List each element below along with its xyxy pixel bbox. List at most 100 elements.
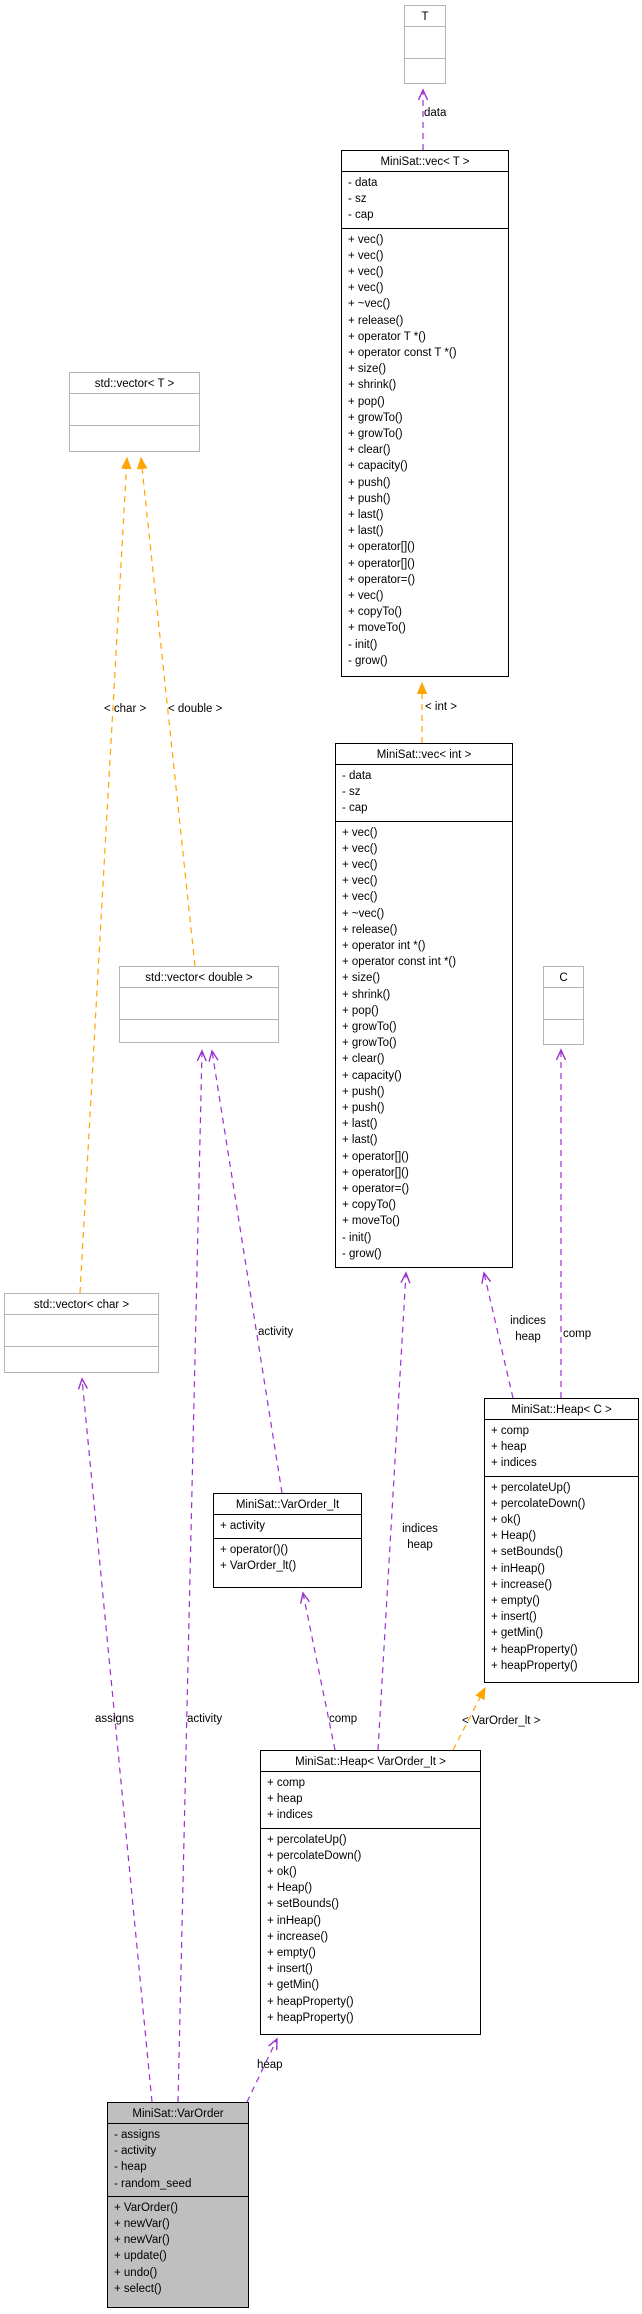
class-node-minisat-vec-t[interactable]: MiniSat::vec< T > - data- sz- cap + vec(…: [341, 150, 509, 677]
member-row: + percolateUp(): [267, 1833, 347, 1846]
member-row: + push(): [348, 492, 391, 505]
class-title: MiniSat::vec< T >: [342, 151, 508, 172]
member-row: + capacity(): [348, 460, 408, 473]
member-row: + push(): [342, 1102, 385, 1115]
member-row: + vec(): [348, 266, 384, 279]
member-row: + operator()(): [220, 1544, 289, 1557]
member-row: - cap: [348, 209, 374, 222]
member-row: + size(): [342, 972, 381, 985]
empty-section: [120, 988, 278, 1020]
edge-usage-indices-heap-heapv: [377, 1273, 406, 1751]
member-row: + release(): [348, 314, 404, 327]
member-row: + insert(): [267, 1963, 313, 1976]
edge-template-char: [79, 458, 127, 1294]
class-title: MiniSat::Heap< C >: [485, 1399, 638, 1420]
member-row: + vec(): [348, 233, 384, 246]
member-row: + vec(): [348, 249, 384, 262]
member-row: + vec(): [342, 859, 378, 872]
member-row: + operator[](): [342, 1150, 409, 1163]
member-row: + shrink(): [342, 988, 391, 1001]
class-node-minisat-varorder-lt[interactable]: MiniSat::VarOrder_lt + activity + operat…: [213, 1493, 362, 1588]
empty-section: [120, 1020, 278, 1042]
member-row: + setBounds(): [267, 1898, 339, 1911]
member-row: + heapProperty(): [491, 1659, 578, 1672]
empty-section: [544, 1020, 583, 1044]
member-row: + operator=(): [348, 573, 416, 586]
class-title: std::vector< double >: [120, 967, 278, 988]
class-title: MiniSat::VarOrder: [108, 2103, 248, 2124]
member-row: + pop(): [342, 1004, 379, 1017]
member-row: + comp: [491, 1425, 530, 1437]
member-row: + moveTo(): [348, 622, 406, 635]
member-row: - cap: [342, 802, 368, 815]
member-row: + comp: [267, 1777, 306, 1789]
member-row: + increase(): [491, 1578, 553, 1591]
member-row: + vec(): [342, 875, 378, 888]
member-row: - data: [348, 177, 378, 189]
member-row: - heap: [114, 2161, 147, 2174]
member-row: + heapProperty(): [491, 1643, 578, 1656]
edge-label-template-char: < char >: [104, 703, 147, 715]
member-row: + moveTo(): [342, 1215, 400, 1228]
member-row: + select(): [114, 2282, 162, 2295]
member-row: - data: [342, 770, 372, 782]
member-row: + last(): [348, 525, 384, 538]
methods-section: + operator()() + VarOrder_lt(): [214, 1539, 361, 1587]
class-node-minisat-heap-varorder-lt[interactable]: MiniSat::Heap< VarOrder_lt > + comp+ hea…: [260, 1750, 481, 2035]
member-row: + release(): [342, 923, 398, 936]
edge-usage-assigns: [82, 1379, 153, 2103]
class-node-std-vector-t[interactable]: std::vector< T >: [69, 372, 200, 452]
class-node-minisat-varorder: MiniSat::VarOrder - assigns- activity- h…: [107, 2102, 249, 2308]
empty-section: [5, 1315, 158, 1347]
member-row: + last(): [342, 1134, 378, 1147]
attributes-section: - data - sz - cap: [342, 172, 508, 229]
empty-section: [544, 988, 583, 1020]
member-row: + pop(): [348, 395, 385, 408]
class-node-std-vector-double[interactable]: std::vector< double >: [119, 966, 279, 1043]
member-row: + undo(): [114, 2266, 158, 2279]
class-node-std-vector-char[interactable]: std::vector< char >: [4, 1293, 159, 1373]
edge-label-indices-heap: indices heap: [402, 1523, 438, 1551]
class-title: MiniSat::Heap< VarOrder_lt >: [261, 1751, 480, 1772]
member-row: + copyTo(): [342, 1199, 397, 1212]
member-row: + operator[](): [348, 557, 415, 570]
member-row: + indices: [491, 1457, 537, 1470]
member-row: + operator[](): [348, 541, 415, 554]
member-row: - random_seed: [114, 2177, 192, 2190]
attributes-section: - data- sz- cap: [336, 765, 512, 822]
edge-usage-activity-varorder: [177, 1051, 202, 2103]
member-row: + growTo(): [348, 411, 403, 424]
member-row: + heap: [491, 1441, 527, 1454]
member-row: + heapProperty(): [267, 2011, 354, 2024]
member-row: - sz: [348, 193, 367, 206]
edge-label-template-double: < double >: [168, 703, 223, 715]
empty-section: [405, 27, 445, 59]
member-row: - init(): [342, 1231, 372, 1244]
edge-label-template-varorder-lt: < VarOrder_lt >: [462, 1715, 541, 1727]
member-row: + shrink(): [348, 379, 397, 392]
member-row: + clear(): [342, 1053, 385, 1066]
methods-section: + vec()+ vec()+ vec()+ vec()+ ~vec()+ re…: [342, 229, 508, 676]
attributes-section: - assigns- activity- heap- random_seed: [108, 2124, 248, 2197]
member-row: + heap: [267, 1793, 303, 1806]
member-row: + Heap(): [267, 1882, 313, 1895]
class-node-minisat-heap-c[interactable]: MiniSat::Heap< C > + comp+ heap+ indices…: [484, 1398, 639, 1683]
member-row: + ok(): [491, 1514, 521, 1527]
member-row: + vec(): [342, 891, 378, 904]
class-title: MiniSat::VarOrder_lt: [214, 1494, 361, 1515]
class-node-minisat-vec-int[interactable]: MiniSat::vec< int > - data- sz- cap + ve…: [335, 743, 513, 1268]
member-row: + empty(): [267, 1947, 316, 1960]
member-row: + push(): [348, 476, 391, 489]
member-row: + vec(): [342, 842, 378, 855]
member-row: + percolateDown(): [267, 1849, 362, 1862]
member-row: + size(): [348, 363, 387, 376]
member-row: + VarOrder_lt(): [220, 1560, 297, 1573]
attributes-section: + comp + heap + indices: [485, 1420, 638, 1477]
member-row: + percolateUp(): [491, 1481, 571, 1494]
edge-label-data: data: [424, 107, 447, 119]
edge-label-template-int: < int >: [425, 701, 457, 713]
member-row: + Heap(): [491, 1530, 537, 1543]
member-row: - grow(): [342, 1247, 382, 1260]
member-row: + operator=(): [342, 1183, 410, 1196]
